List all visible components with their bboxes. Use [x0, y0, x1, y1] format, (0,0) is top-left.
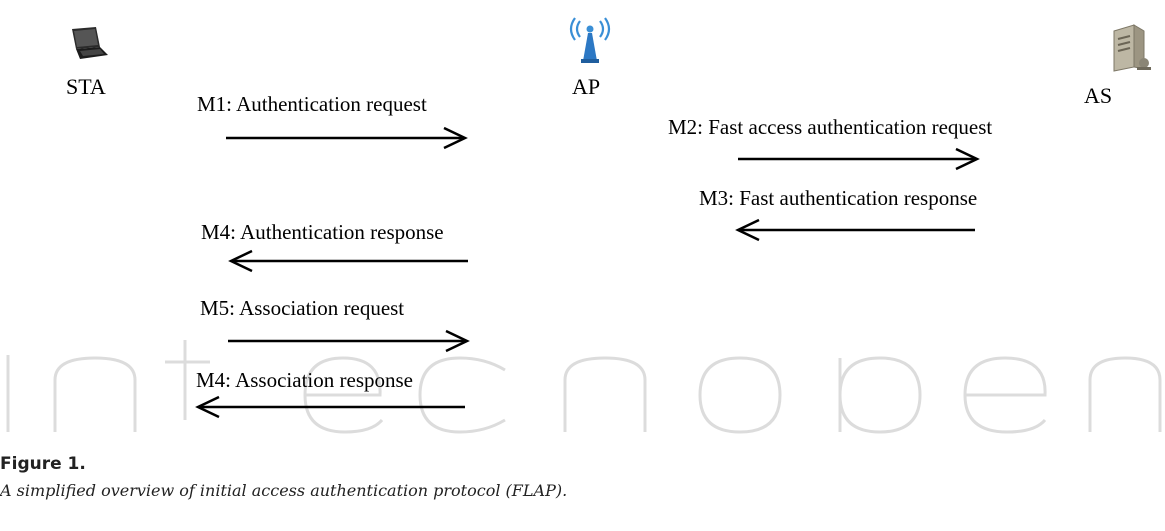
m5-arrow	[228, 329, 470, 353]
as-label: AS	[1084, 83, 1113, 108]
laptop-icon	[72, 27, 108, 59]
m2-arrow	[738, 147, 980, 171]
m4-assoc-label: M4: Association response	[196, 368, 413, 392]
wireless-access-point-icon	[569, 17, 611, 63]
m1-arrow	[226, 126, 468, 150]
server-icon	[1113, 24, 1151, 72]
m3-label: M3: Fast authentication response	[699, 186, 978, 210]
m2-label: M2: Fast access authentication request	[668, 115, 993, 139]
m4-assoc-arrow	[195, 395, 465, 419]
m4-auth-label: M4: Authentication response	[201, 220, 444, 244]
figure-caption: A simplified overview of initial access …	[0, 481, 568, 500]
sta-label: STA	[66, 74, 106, 99]
figure-title: Figure 1.	[0, 454, 86, 474]
m1-label: M1: Authentication request	[197, 92, 427, 116]
m4-auth-arrow	[228, 249, 468, 273]
ap-label: AP	[572, 74, 601, 99]
m5-label: M5: Association request	[200, 296, 405, 320]
m3-arrow	[735, 218, 975, 242]
